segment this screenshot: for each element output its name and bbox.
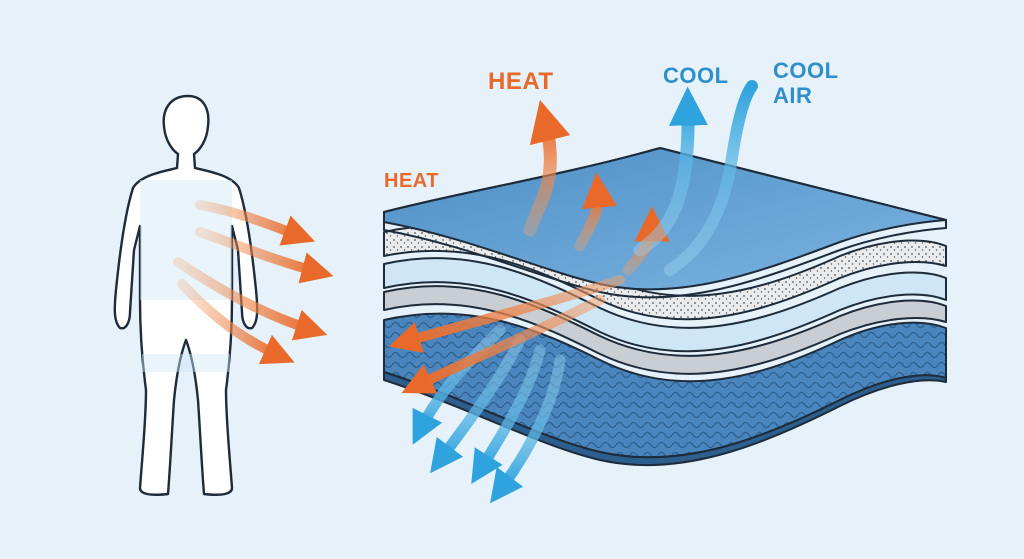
- cool-air-arrow-icon: [430, 334, 526, 474]
- heat-label-top: HEAT: [488, 68, 554, 95]
- heat-arrow-icon: [401, 295, 605, 394]
- cool-air-label: COOL AIR: [773, 58, 839, 109]
- cool-air-arrow-icon: [490, 354, 566, 504]
- cool-label: COOL: [663, 63, 729, 88]
- heat-arrow-icon: [195, 227, 334, 284]
- cool-air-arrow-icon: [664, 80, 758, 276]
- human-body-outline-icon: [113, 94, 259, 496]
- cool-air-arrow-icon: [633, 86, 708, 257]
- heat-arrow-icon: [523, 99, 571, 237]
- cool-air-up-arrows: [633, 80, 758, 276]
- heat-arrow-icon: [177, 279, 295, 365]
- body-heat-arrows: [173, 200, 334, 365]
- wicking-layer: [383, 257, 947, 353]
- cool-air-label-line2: AIR: [773, 83, 813, 109]
- cool-air-label-line1: COOL: [773, 58, 839, 83]
- heat-arrow-icon: [173, 257, 328, 341]
- heat-arrow-icon: [574, 172, 618, 252]
- heat-arrow-icon: [388, 275, 625, 353]
- side-heat-arrows: [388, 275, 625, 394]
- cool-air-arrow-icon: [412, 324, 506, 445]
- cool-air-down-arrows: [412, 324, 566, 504]
- heat-arrow-icon: [195, 200, 316, 246]
- heat-label-side: HEAT: [384, 170, 439, 192]
- cool-air-arrow-icon: [471, 344, 546, 484]
